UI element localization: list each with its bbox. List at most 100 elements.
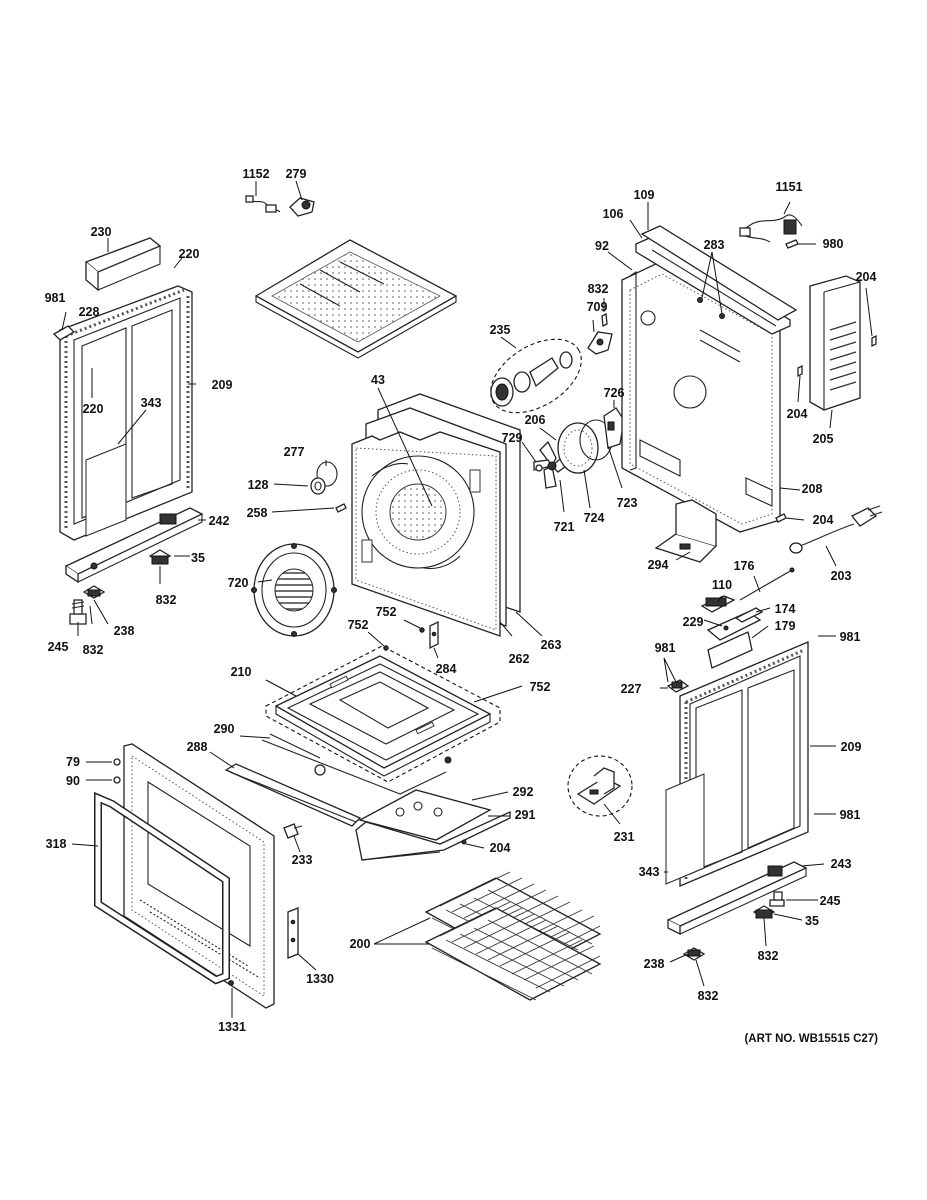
callout-209: 209 <box>212 378 233 392</box>
leveling-foot-35-right <box>752 905 776 919</box>
burner-box-291 <box>355 810 511 861</box>
callout-220: 220 <box>179 247 200 261</box>
callout-245: 245 <box>820 894 841 908</box>
callout-179: 179 <box>775 619 796 633</box>
harness-1151 <box>739 214 803 243</box>
switch-231 <box>567 755 633 817</box>
callout-220: 220 <box>83 402 104 416</box>
callout-79: 79 <box>66 755 80 769</box>
callout-242: 242 <box>209 514 230 528</box>
callout-721: 721 <box>554 520 575 534</box>
callout-204: 204 <box>787 407 808 421</box>
screw-832-fan <box>601 312 608 328</box>
callout-283: 283 <box>704 238 725 252</box>
screw-79 <box>113 758 121 766</box>
callout-832: 832 <box>156 593 177 607</box>
bracket-709 <box>587 331 613 355</box>
callout-labels: 1152 279 230 220 981 228 209 220 343 242… <box>45 167 877 1034</box>
back-panel-208 <box>621 261 781 533</box>
callout-263: 263 <box>541 638 562 652</box>
callout-128: 128 <box>248 478 269 492</box>
base-rail-243 <box>666 861 808 936</box>
callout-90: 90 <box>66 774 80 788</box>
callout-720: 720 <box>228 576 249 590</box>
pin-233 <box>283 823 303 839</box>
callout-110: 110 <box>712 578 732 592</box>
glide-238-right <box>682 947 706 961</box>
callout-290: 290 <box>214 722 235 736</box>
callout-227: 227 <box>621 682 642 696</box>
callout-291: 291 <box>515 808 536 822</box>
callout-233: 233 <box>292 853 313 867</box>
callout-230: 230 <box>91 225 112 239</box>
callout-981: 981 <box>840 808 861 822</box>
trim-230 <box>84 237 162 292</box>
screw-204-top <box>871 334 877 348</box>
art-number: (ART NO. WB15515 C27) <box>744 1033 878 1045</box>
callout-35: 35 <box>805 914 819 928</box>
callout-729: 729 <box>502 431 523 445</box>
callout-832: 832 <box>83 643 104 657</box>
callout-1151: 1151 <box>775 180 802 194</box>
callout-200: 200 <box>350 937 371 951</box>
bracket-284 <box>429 620 439 650</box>
bracket-179 <box>707 631 753 669</box>
vent-205 <box>809 275 861 411</box>
leveling-foot-35-left <box>148 549 172 565</box>
leader-lines <box>61 180 873 1018</box>
callout-284: 284 <box>436 662 457 676</box>
callout-43: 43 <box>371 373 385 387</box>
clip-227 <box>666 679 690 693</box>
oven-top-cover <box>254 239 458 359</box>
clip-228 <box>52 325 76 341</box>
callout-208: 208 <box>802 482 823 496</box>
callout-109: 109 <box>634 188 655 202</box>
insulation-343-left <box>85 443 127 537</box>
nut-128 <box>310 477 326 495</box>
screw-204-mid <box>797 364 803 378</box>
callout-981: 981 <box>655 641 676 655</box>
callout-238: 238 <box>114 624 135 638</box>
leveling-leg-245-left <box>69 599 87 625</box>
callout-238: 238 <box>644 957 665 971</box>
power-cord-203 <box>789 505 883 554</box>
trim-109 <box>640 225 798 321</box>
callout-204: 204 <box>490 841 511 855</box>
burner-box-292 <box>358 789 492 841</box>
heater-plate-724 <box>557 422 599 474</box>
callout-752: 752 <box>376 605 397 619</box>
callout-1152: 1152 <box>242 167 269 181</box>
callout-205: 205 <box>813 432 834 446</box>
callout-229: 229 <box>683 615 704 629</box>
callout-723: 723 <box>617 496 638 510</box>
callout-343: 343 <box>639 865 660 879</box>
callout-231: 231 <box>614 830 635 844</box>
screw-1331 <box>228 980 234 986</box>
callout-258: 258 <box>247 506 268 520</box>
bracket-726 <box>603 407 625 449</box>
callout-292: 292 <box>513 785 534 799</box>
oven-rack-200 <box>424 871 602 1001</box>
callout-210: 210 <box>231 665 252 679</box>
screw-90 <box>113 776 121 784</box>
back-wall <box>351 431 501 637</box>
bake-element-290 <box>261 733 452 795</box>
callout-294: 294 <box>648 558 669 572</box>
motor-assembly-235 <box>490 338 582 414</box>
callout-277: 277 <box>284 445 305 459</box>
fan-cover-720 <box>251 543 337 637</box>
callout-235: 235 <box>490 323 511 337</box>
callout-204: 204 <box>813 513 834 527</box>
screw-258 <box>335 503 347 513</box>
screw-980 <box>785 239 799 249</box>
callout-203: 203 <box>831 569 852 583</box>
callout-1331: 1331 <box>218 1020 246 1034</box>
bracket-294 <box>654 499 718 563</box>
burner-rail-288 <box>224 763 362 827</box>
callout-981: 981 <box>45 291 66 305</box>
callout-92: 92 <box>595 239 609 253</box>
callout-1330: 1330 <box>306 972 334 986</box>
screw-752-a <box>419 627 425 633</box>
callout-106: 106 <box>603 207 624 221</box>
callout-204: 204 <box>856 270 877 284</box>
